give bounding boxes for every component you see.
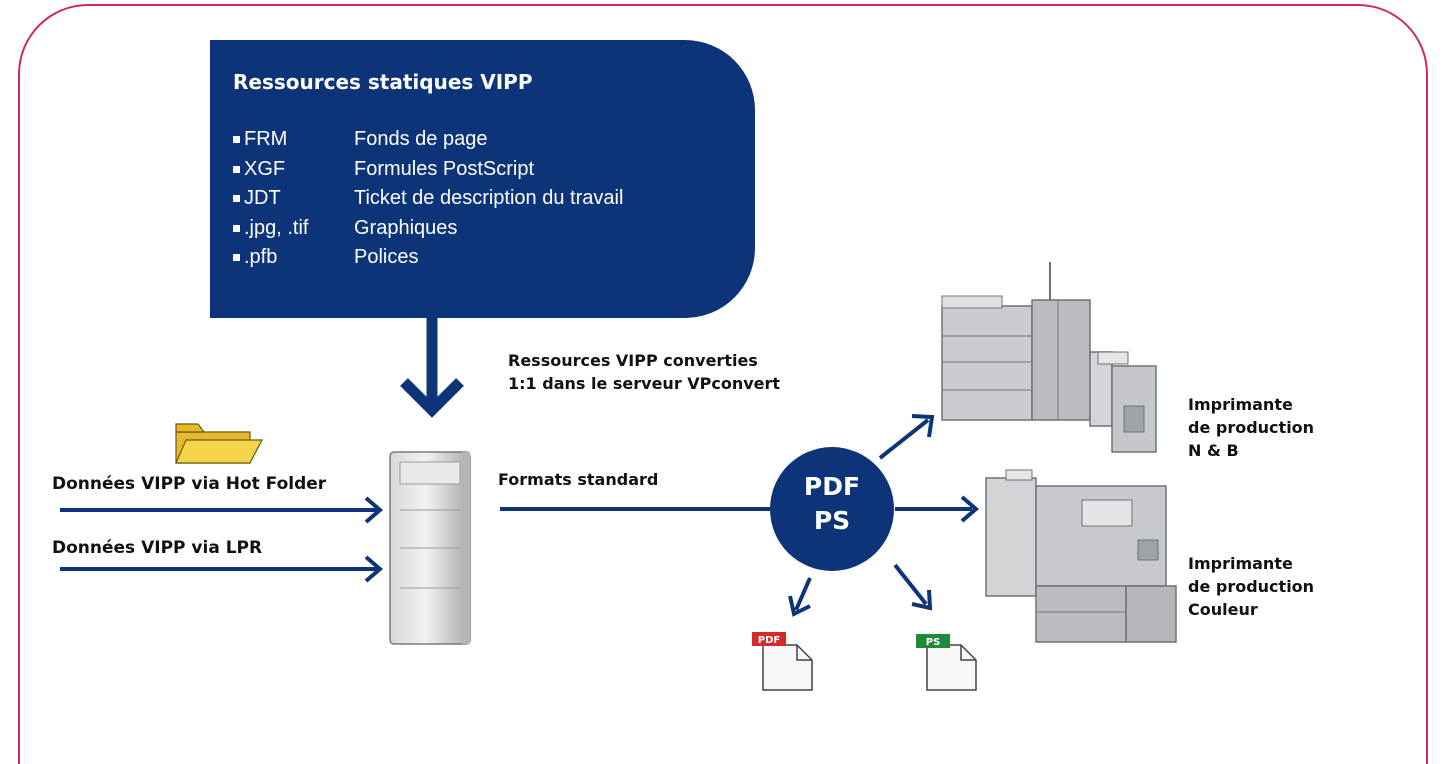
- color-printer-icon: [985, 469, 1177, 643]
- resources-down-arrow: [400, 318, 464, 418]
- resource-item: FRM Fonds de page: [233, 127, 487, 157]
- lpr-label: Données VIPP via LPR: [52, 538, 263, 558]
- square-bullet-icon: [233, 165, 240, 173]
- hot-folder-arrow: [60, 496, 384, 524]
- resource-code: JDT: [244, 187, 281, 209]
- ps-file-icon: PS: [916, 634, 977, 691]
- resource-item: XGF Formules PostScript: [233, 157, 534, 187]
- resource-code: .jpg, .tif: [244, 216, 309, 239]
- resource-code: FRM: [244, 128, 288, 150]
- bw-printer-label-line2: de production: [1188, 418, 1315, 437]
- diagram-frame: [18, 4, 1428, 764]
- bw-printer-label-line3: N & B: [1188, 441, 1239, 460]
- resource-code: .pfb: [244, 246, 278, 268]
- server-icon: [389, 451, 471, 645]
- color-printer-label-line3: Couleur: [1188, 600, 1258, 619]
- square-bullet-icon: [233, 195, 240, 202]
- hot-folder-label: Données VIPP via Hot Folder: [52, 474, 327, 494]
- square-bullet-icon: [233, 254, 240, 261]
- to-color-printer-arrow: [895, 495, 980, 523]
- bw-printer-icon: [941, 262, 1157, 453]
- circle-pdf-label: PDF: [803, 472, 861, 501]
- converted-resources-label-line1: Ressources VIPP converties: [508, 351, 758, 370]
- resource-desc: Formules PostScript: [354, 157, 535, 180]
- diagram-graphics: PDF PS: [60, 262, 1177, 691]
- output-formats-circle: [770, 447, 894, 571]
- resource-desc: Polices: [354, 246, 419, 268]
- static-resources-title: Ressources statiques VIPP: [233, 70, 533, 94]
- to-pdf-file-arrow: [788, 577, 812, 617]
- resource-item: JDT Ticket de description du travail: [233, 186, 623, 216]
- to-bw-printer-arrow: [878, 414, 935, 460]
- folder-icon: [175, 423, 263, 464]
- to-ps-file-arrow: [893, 563, 933, 611]
- resource-item: .jpg, .tif Graphiques: [233, 216, 457, 246]
- pdf-file-tag: PDF: [758, 635, 780, 646]
- resource-desc: Fonds de page: [354, 128, 488, 150]
- circle-ps-label: PS: [813, 506, 851, 535]
- resource-desc: Graphiques: [354, 216, 458, 239]
- resource-code: XGF: [244, 157, 286, 180]
- resource-item: .pfb Polices: [233, 245, 418, 275]
- square-bullet-icon: [233, 136, 240, 143]
- square-bullet-icon: [233, 224, 240, 232]
- lpr-arrow: [60, 555, 384, 583]
- standard-formats-label: Formats standard: [498, 470, 659, 489]
- converted-resources-label-line2: 1:1 dans le serveur VPconvert: [508, 374, 781, 393]
- ps-file-tag: PS: [926, 637, 941, 648]
- resource-desc: Ticket de description du travail: [354, 187, 624, 209]
- color-printer-label-line1: Imprimante: [1188, 554, 1293, 573]
- pdf-file-icon: PDF: [752, 632, 813, 691]
- color-printer-label-line2: de production: [1188, 577, 1315, 596]
- static-resources-box: Ressources statiques VIPP FRM Fonds de pa…: [210, 40, 755, 318]
- bw-printer-label-line1: Imprimante: [1188, 395, 1293, 414]
